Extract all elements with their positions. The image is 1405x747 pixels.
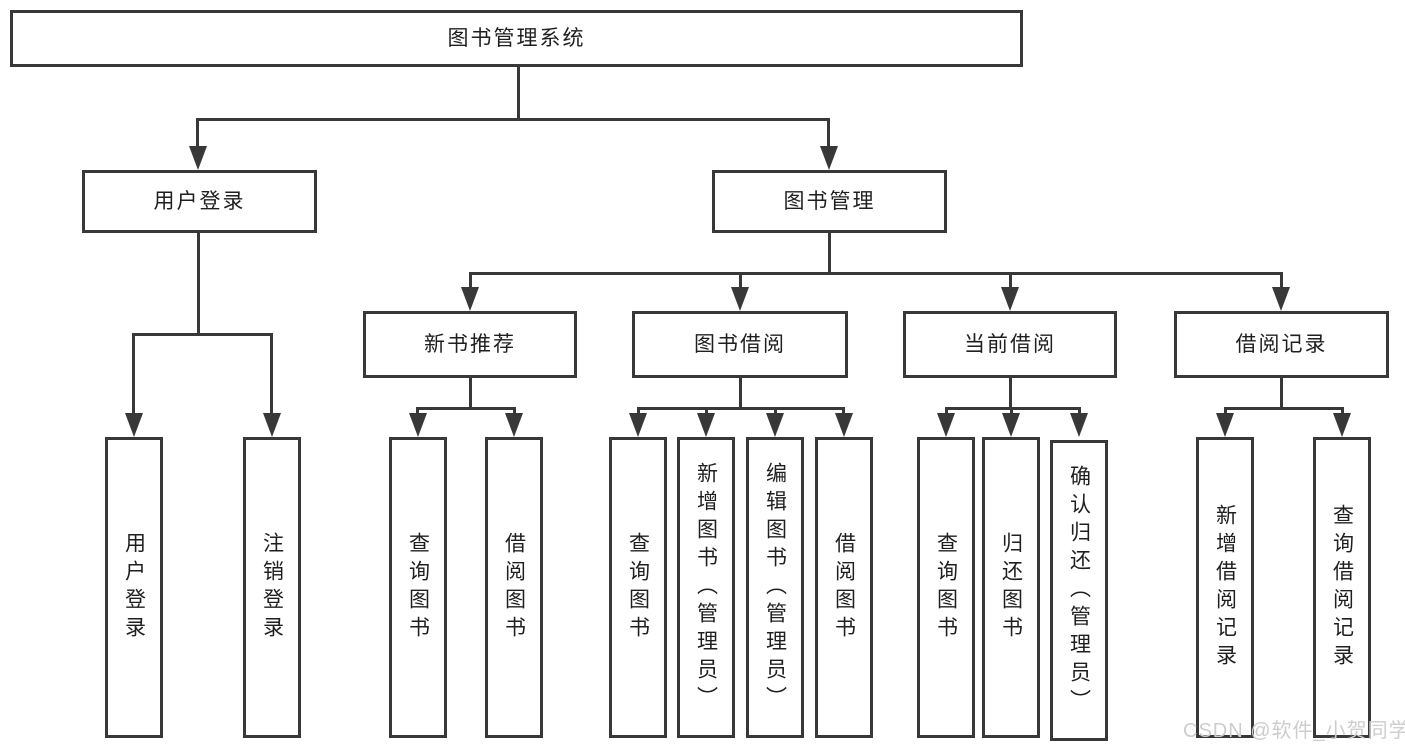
connector-line	[1009, 376, 1012, 409]
connector-line	[416, 407, 516, 410]
connector-line	[1224, 407, 1343, 410]
arrow-down-icon	[1333, 413, 1351, 437]
connector-line	[739, 272, 742, 290]
connector-line	[1010, 407, 1013, 417]
arrow-down-icon	[1216, 413, 1234, 437]
leaf-query-books: 查询图书	[609, 437, 667, 738]
connector-line	[517, 65, 520, 120]
arrow-down-icon	[189, 146, 207, 170]
leaf-add-borrow-record: 新增借阅记录	[1196, 437, 1254, 738]
arrow-down-icon	[1002, 413, 1020, 437]
connector-line	[469, 272, 1283, 275]
connector-line	[1341, 407, 1344, 417]
arrow-down-icon	[766, 413, 784, 437]
arrow-down-icon	[125, 413, 143, 437]
leaf-borrow-books: 借阅图书	[485, 437, 543, 738]
node-library-management-system: 图书管理系统	[10, 10, 1023, 67]
leaf-return-books: 归还图书	[982, 437, 1040, 738]
connector-line	[132, 333, 135, 417]
connector-line	[270, 333, 273, 417]
watermark: CSDN @软件_小贺同学	[1183, 720, 1405, 742]
connector-line	[196, 118, 199, 148]
connector-line	[739, 376, 742, 409]
node-book-management: 图书管理	[712, 170, 947, 233]
connector-line	[842, 407, 845, 417]
node-user-login: 用户登录	[82, 170, 317, 233]
connector-line	[196, 118, 830, 121]
leaf-logout: 注销登录	[243, 437, 301, 738]
connector-line	[1280, 376, 1283, 409]
connector-line	[1009, 272, 1012, 290]
connector-line	[416, 407, 419, 417]
node-borrowing-records: 借阅记录	[1174, 311, 1389, 378]
connector-line	[132, 333, 273, 336]
arrow-down-icon	[1070, 413, 1088, 437]
connector-line	[1280, 272, 1283, 290]
connector-line	[827, 118, 830, 148]
leaf-query-books: 查询图书	[389, 437, 447, 738]
node-new-book-recommendation: 新书推荐	[363, 311, 577, 378]
connector-line	[197, 231, 200, 335]
leaf-edit-book-admin: 编辑图书（管理员）	[746, 437, 804, 738]
arrow-down-icon	[505, 413, 523, 437]
arrow-down-icon	[697, 413, 715, 437]
arrow-down-icon	[820, 146, 838, 170]
connector-line	[469, 272, 472, 290]
arrow-down-icon	[263, 413, 281, 437]
node-book-borrowing: 图书借阅	[632, 311, 848, 378]
arrow-down-icon	[1272, 287, 1290, 311]
leaf-user-login: 用户登录	[105, 437, 163, 738]
arrow-down-icon	[731, 287, 749, 311]
connector-line	[469, 376, 472, 409]
arrow-down-icon	[937, 413, 955, 437]
leaf-confirm-return-admin: 确认归还（管理员）	[1050, 440, 1108, 741]
leaf-borrow-books: 借阅图书	[815, 437, 873, 738]
connector-line	[774, 407, 777, 417]
connector-line	[637, 407, 640, 417]
connector-line	[945, 407, 948, 417]
connector-line	[828, 231, 831, 274]
connector-line	[513, 407, 516, 417]
leaf-query-books: 查询图书	[917, 437, 975, 738]
arrow-down-icon	[629, 413, 647, 437]
connector-line	[705, 407, 708, 417]
leaf-add-book-admin: 新增图书（管理员）	[677, 437, 735, 738]
node-current-borrowing: 当前借阅	[903, 311, 1117, 378]
arrow-down-icon	[461, 287, 479, 311]
connector-line	[1078, 407, 1081, 417]
connector-line	[1224, 407, 1227, 417]
leaf-query-borrow-record: 查询借阅记录	[1313, 437, 1371, 738]
arrow-down-icon	[835, 413, 853, 437]
connector-line	[637, 407, 844, 410]
arrow-down-icon	[1001, 287, 1019, 311]
arrow-down-icon	[409, 413, 427, 437]
